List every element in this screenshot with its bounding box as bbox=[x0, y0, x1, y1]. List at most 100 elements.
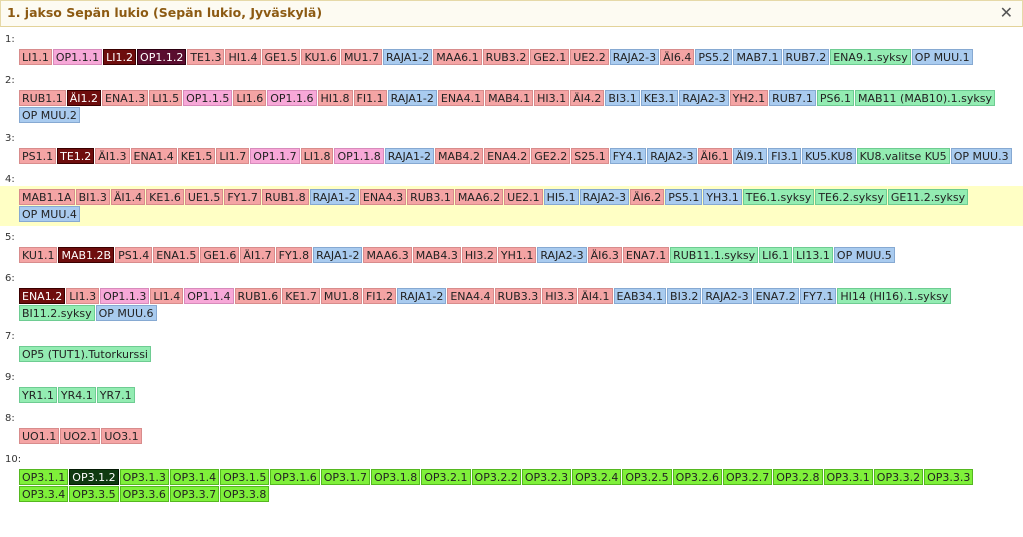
course-chip[interactable]: OP3.3.2 bbox=[873, 469, 924, 485]
course-chip[interactable]: FY1.8 bbox=[275, 247, 313, 263]
course-chip[interactable]: OP3.2.6 bbox=[672, 469, 722, 485]
course-chip[interactable]: ÄI1.7 bbox=[240, 247, 275, 263]
course-chip[interactable]: RUB7.2 bbox=[782, 49, 830, 65]
course-chip[interactable]: OP1.1.5 bbox=[183, 90, 233, 106]
course-chip[interactable]: ENA9.1.syksy bbox=[830, 49, 911, 65]
course-chip[interactable]: MAB1.2B bbox=[58, 247, 115, 263]
course-chip[interactable]: KU5.KU8 bbox=[802, 148, 856, 164]
course-chip[interactable]: KE1.7 bbox=[282, 288, 320, 304]
course-chip[interactable]: ENA1.3 bbox=[102, 90, 149, 106]
course-chip[interactable]: OP3.3.1 bbox=[823, 469, 873, 485]
course-chip[interactable]: YH3.1 bbox=[703, 189, 742, 205]
course-chip[interactable]: MAA6.1 bbox=[433, 49, 482, 65]
course-chip[interactable]: OP3.3.7 bbox=[169, 486, 220, 502]
course-chip[interactable]: FI1.1 bbox=[353, 90, 387, 106]
course-chip[interactable]: UE1.5 bbox=[184, 189, 224, 205]
course-chip[interactable]: FY1.7 bbox=[224, 189, 261, 205]
course-chip[interactable]: OP3.3.5 bbox=[69, 486, 119, 502]
course-chip[interactable]: OP3.1.5 bbox=[220, 469, 270, 485]
course-chip[interactable]: OP3.3.3 bbox=[924, 469, 974, 485]
course-chip[interactable]: RAJA1-2 bbox=[382, 49, 433, 65]
course-chip[interactable]: OP3.2.1 bbox=[421, 469, 471, 485]
course-chip[interactable]: YR7.1 bbox=[96, 387, 135, 403]
course-chip[interactable]: OP3.1.1 bbox=[19, 469, 69, 485]
course-chip[interactable]: FI3.1 bbox=[768, 148, 802, 164]
course-chip[interactable]: ENA1.4 bbox=[130, 148, 177, 164]
course-chip[interactable]: FY4.1 bbox=[609, 148, 647, 164]
course-chip[interactable]: UO1.1 bbox=[19, 428, 60, 444]
course-chip[interactable]: BI1.3 bbox=[75, 189, 110, 205]
course-chip[interactable]: OP3.2.2 bbox=[471, 469, 521, 485]
course-chip[interactable]: PS1.4 bbox=[115, 247, 153, 263]
course-chip[interactable]: TE1.2 bbox=[57, 148, 95, 164]
course-chip[interactable]: MU1.7 bbox=[340, 49, 382, 65]
course-chip[interactable]: OP3.1.6 bbox=[270, 469, 320, 485]
course-chip[interactable]: OP3.2.5 bbox=[622, 469, 672, 485]
course-chip[interactable]: OP MUU.3 bbox=[950, 148, 1012, 164]
course-chip[interactable]: RUB7.1 bbox=[769, 90, 816, 106]
course-chip[interactable]: RAJA2-3 bbox=[702, 288, 752, 304]
course-chip[interactable]: HI3.1 bbox=[534, 90, 570, 106]
course-chip[interactable]: OP3.2.3 bbox=[521, 469, 572, 485]
course-chip[interactable]: RAJA1-2 bbox=[387, 90, 437, 106]
course-chip[interactable]: BI3.2 bbox=[667, 288, 702, 304]
course-chip[interactable]: LI1.4 bbox=[150, 288, 184, 304]
course-chip[interactable]: PS6.1 bbox=[816, 90, 854, 106]
course-chip[interactable]: ENA4.1 bbox=[437, 90, 485, 106]
course-chip[interactable]: OP3.1.2 bbox=[69, 469, 119, 485]
course-chip[interactable]: TE6.2.syksy bbox=[815, 189, 887, 205]
course-chip[interactable]: OP3.1.3 bbox=[119, 469, 169, 485]
course-chip[interactable]: UE2.1 bbox=[504, 189, 543, 205]
course-chip[interactable]: MAB4.1 bbox=[485, 90, 534, 106]
course-chip[interactable]: KE1.6 bbox=[146, 189, 184, 205]
course-chip[interactable]: RUB1.8 bbox=[261, 189, 309, 205]
course-chip[interactable]: MAB4.3 bbox=[412, 247, 461, 263]
course-chip[interactable]: ÄI1.2 bbox=[66, 90, 101, 106]
course-chip[interactable]: OP MUU.2 bbox=[19, 107, 80, 123]
course-chip[interactable]: UO2.1 bbox=[60, 428, 101, 444]
course-chip[interactable]: ENA7.2 bbox=[752, 288, 799, 304]
course-chip[interactable]: LI1.8 bbox=[300, 148, 334, 164]
course-chip[interactable]: YH1.1 bbox=[497, 247, 537, 263]
course-chip[interactable]: RAJA1-2 bbox=[309, 189, 359, 205]
course-chip[interactable]: ÄI1.3 bbox=[95, 148, 130, 164]
course-chip[interactable]: OP1.1.1 bbox=[52, 49, 103, 65]
course-chip[interactable]: RUB3.1 bbox=[407, 189, 454, 205]
course-chip[interactable]: KU8.valitse KU5 bbox=[856, 148, 950, 164]
course-chip[interactable]: FY7.1 bbox=[799, 288, 837, 304]
course-chip[interactable]: RAJA1-2 bbox=[384, 148, 434, 164]
course-chip[interactable]: OP1.1.8 bbox=[334, 148, 384, 164]
course-chip[interactable]: UE2.2 bbox=[570, 49, 609, 65]
course-chip[interactable]: RUB3.2 bbox=[482, 49, 530, 65]
course-chip[interactable]: HI14 (HI16).1.syksy bbox=[837, 288, 952, 304]
course-chip[interactable]: ÄI9.1 bbox=[732, 148, 768, 164]
course-chip[interactable]: OP1.1.3 bbox=[100, 288, 150, 304]
course-chip[interactable]: MAA6.2 bbox=[454, 189, 504, 205]
course-chip[interactable]: UO3.1 bbox=[101, 428, 142, 444]
course-chip[interactable]: ÄI6.2 bbox=[629, 189, 665, 205]
course-chip[interactable]: HI1.8 bbox=[317, 90, 353, 106]
course-chip[interactable]: BI11.2.syksy bbox=[19, 305, 95, 321]
course-chip[interactable]: RUB11.1.syksy bbox=[670, 247, 759, 263]
course-chip[interactable]: MAB7.1 bbox=[733, 49, 782, 65]
course-chip[interactable]: OP3.3.8 bbox=[220, 486, 270, 502]
course-chip[interactable]: RAJA1-2 bbox=[397, 288, 447, 304]
course-chip[interactable]: HI3.3 bbox=[542, 288, 578, 304]
course-chip[interactable]: OP3.1.4 bbox=[169, 469, 220, 485]
course-chip[interactable]: LI1.7 bbox=[216, 148, 250, 164]
course-chip[interactable]: LI1.2 bbox=[103, 49, 137, 65]
course-chip[interactable]: BI3.1 bbox=[605, 90, 640, 106]
course-chip[interactable]: OP3.1.7 bbox=[320, 469, 370, 485]
course-chip[interactable]: OP MUU.6 bbox=[95, 305, 157, 321]
course-chip[interactable]: GE2.2 bbox=[531, 148, 571, 164]
course-chip[interactable]: EAB34.1 bbox=[613, 288, 667, 304]
course-chip[interactable]: GE1.6 bbox=[200, 247, 240, 263]
course-chip[interactable]: OP3.3.4 bbox=[19, 486, 69, 502]
course-chip[interactable]: HI5.1 bbox=[543, 189, 579, 205]
course-chip[interactable]: ÄI4.2 bbox=[570, 90, 605, 106]
course-chip[interactable]: MAB11 (MAB10).1.syksy bbox=[854, 90, 996, 106]
course-chip[interactable]: RAJA2-3 bbox=[537, 247, 587, 263]
course-chip[interactable]: OP1.1.2 bbox=[137, 49, 187, 65]
course-chip[interactable]: OP MUU.5 bbox=[833, 247, 895, 263]
course-chip[interactable]: TE6.1.syksy bbox=[742, 189, 815, 205]
